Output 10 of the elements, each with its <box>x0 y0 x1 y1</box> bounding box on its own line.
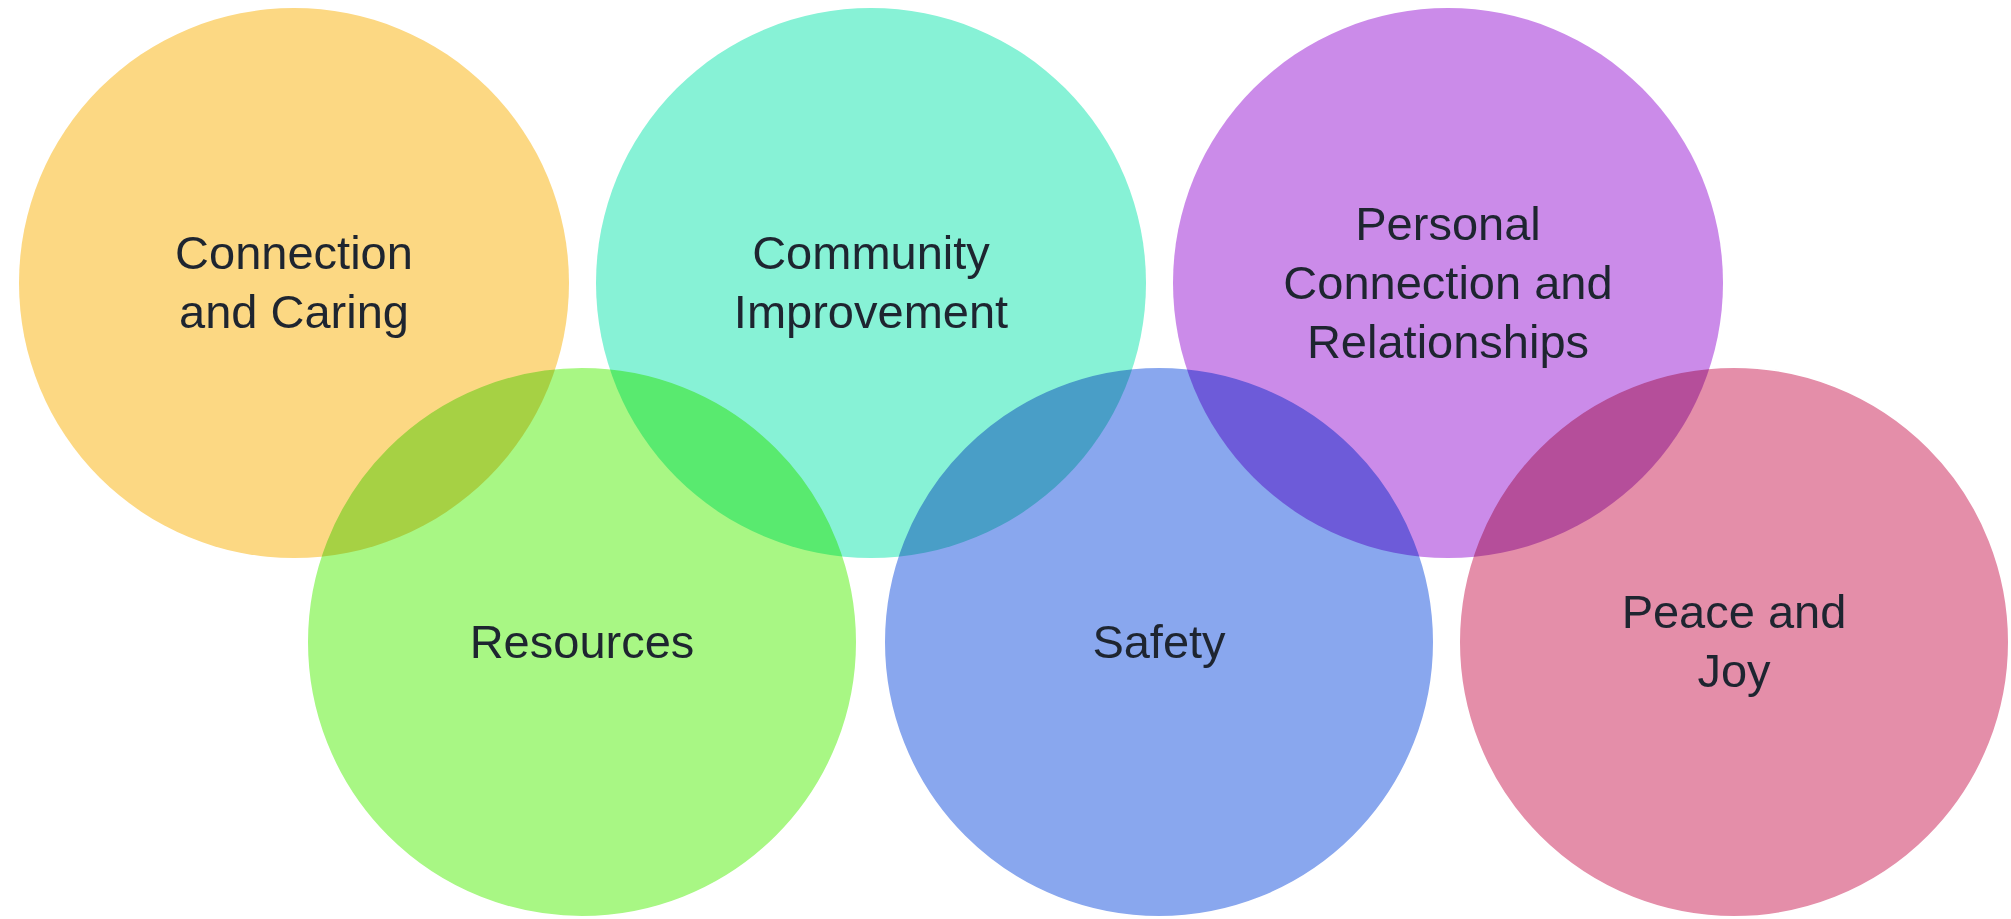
circle-label: Connection and Caring <box>174 225 414 340</box>
circle <box>306 366 858 918</box>
circle-label: Community Improvement <box>732 225 1010 340</box>
circle-label: Resources <box>468 613 696 670</box>
circle <box>18 7 570 559</box>
circle-label: Personal Connection and Relationships <box>1282 196 1614 370</box>
circle <box>883 366 1435 918</box>
circle-label: Safety <box>1091 613 1227 670</box>
circle <box>1458 366 2010 918</box>
circle-label: Peace and Joy <box>1620 584 1848 699</box>
